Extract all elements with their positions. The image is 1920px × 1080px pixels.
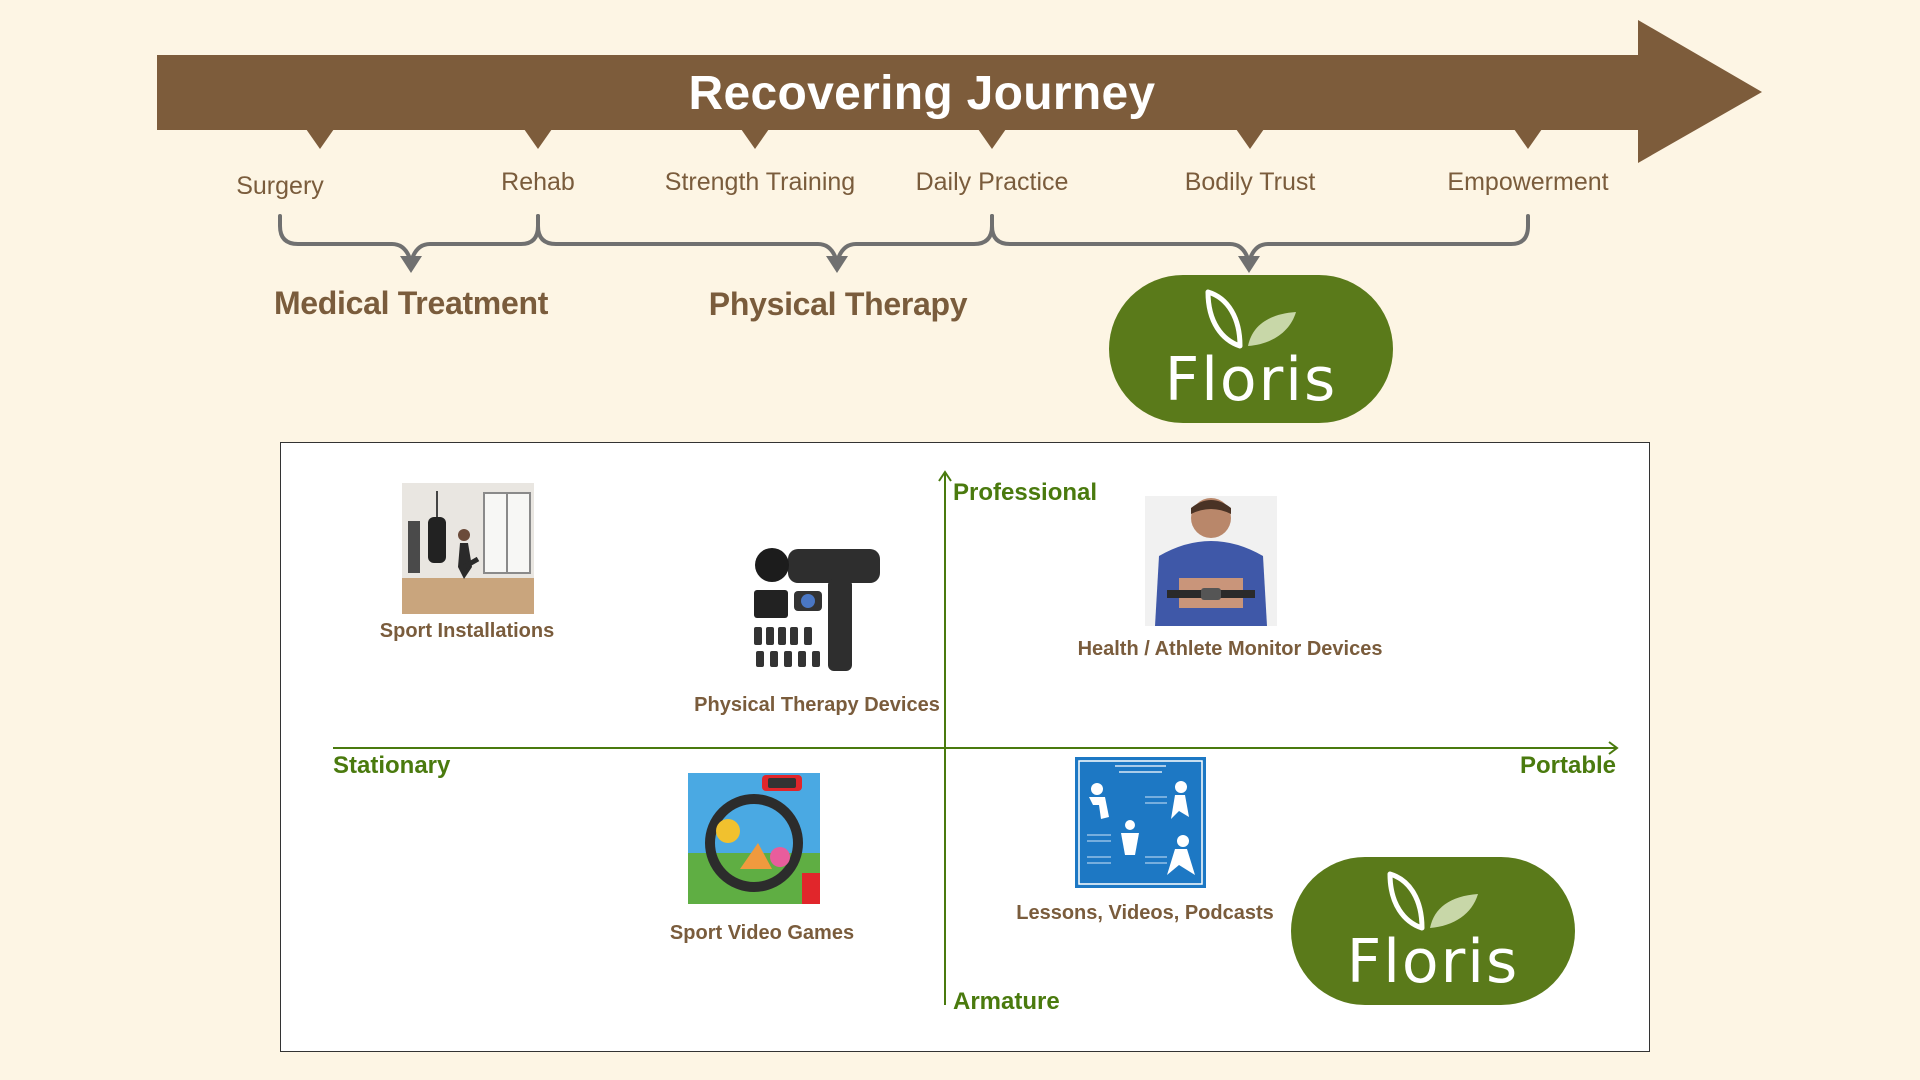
axis-label-professional: Professional bbox=[953, 479, 1098, 506]
floris-logo-top: Floris bbox=[1109, 275, 1393, 423]
stage-empowerment: Empowerment bbox=[1447, 168, 1609, 196]
journey-title: Recovering Journey bbox=[688, 66, 1156, 120]
leaf-icon bbox=[1205, 289, 1296, 349]
item-label-health-monitor-devices: Health / Athlete Monitor Devices bbox=[1077, 638, 1383, 660]
stage-bodily-trust: Bodily Trust bbox=[1184, 168, 1316, 196]
stage-surgery: Surgery bbox=[236, 172, 324, 200]
stage-rehab: Rehab bbox=[501, 168, 575, 196]
axis-label-portable: Portable bbox=[1520, 752, 1617, 779]
floris-wordmark: Floris bbox=[1164, 345, 1338, 415]
axis-label-stationary: Stationary bbox=[333, 752, 451, 779]
bracket-arrowheads bbox=[400, 256, 1260, 273]
item-label-lessons-videos-podcasts: Lessons, Videos, Podcasts bbox=[1016, 902, 1274, 924]
horizontal-axis-arrowhead bbox=[1608, 741, 1619, 755]
exercise-poster-image bbox=[1075, 757, 1206, 888]
floris-logo-bottom: Floris bbox=[1291, 857, 1575, 1005]
item-label-sport-installations: Sport Installations bbox=[379, 620, 555, 642]
stage-daily-practice: Daily Practice bbox=[915, 168, 1069, 196]
home-gym-photo bbox=[402, 483, 534, 614]
journey-arrow bbox=[157, 20, 1762, 163]
phase-medical-treatment: Medical Treatment bbox=[273, 285, 549, 321]
phase-physical-therapy: Physical Therapy bbox=[708, 286, 968, 322]
fitness-game-photo bbox=[688, 773, 820, 904]
chest-monitor-photo bbox=[1145, 496, 1277, 626]
axis-label-armature: Armature bbox=[953, 988, 1060, 1015]
item-label-sport-video-games: Sport Video Games bbox=[669, 922, 855, 944]
floris-wordmark: Floris bbox=[1346, 927, 1520, 997]
item-label-physical-therapy-devices: Physical Therapy Devices bbox=[694, 694, 940, 716]
stage-strength-training: Strength Training bbox=[664, 168, 856, 196]
leaf-icon bbox=[1387, 871, 1478, 931]
stage-ticks bbox=[306, 129, 1542, 149]
massage-gun-photo bbox=[748, 545, 884, 678]
vertical-axis-arrowhead bbox=[938, 470, 952, 482]
